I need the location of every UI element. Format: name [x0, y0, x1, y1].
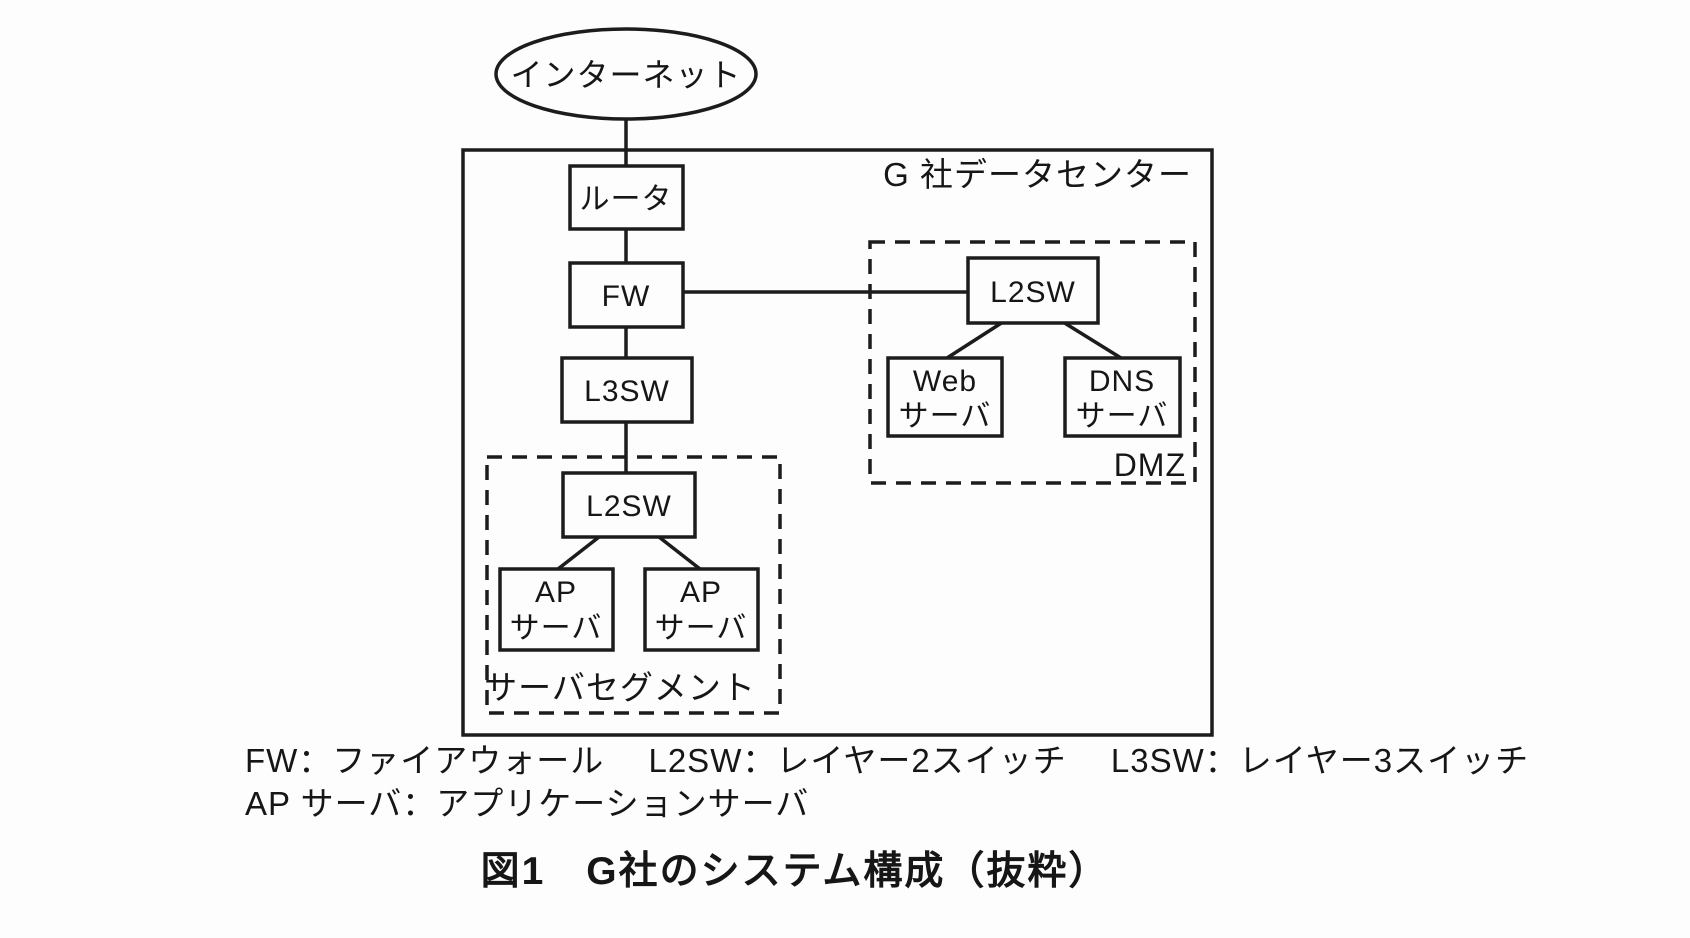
l2sw-dmz-label: L2SW [990, 276, 1076, 309]
l2sw-server-node [561, 471, 697, 539]
dns-server-node [1063, 356, 1182, 438]
legend-line-2: AP サーバ：アプリケーションサーバ [245, 785, 809, 822]
fw-node [568, 261, 685, 329]
ap-server-2-label-line1: AP [680, 576, 722, 609]
fw-label: FW [602, 280, 651, 313]
dmz-zone [868, 240, 1197, 485]
l2sw-dmz-node [966, 256, 1100, 325]
dmz-label: DMZ [1114, 447, 1186, 483]
web-server-label-line2: サーバ [899, 400, 992, 433]
ap-server-2-node [643, 567, 760, 652]
web-server-label-line1: Web [913, 365, 977, 398]
server-segment-label: サーバセグメント [484, 669, 756, 706]
l2sw-server-label: L2SW [586, 490, 672, 523]
internet-label: インターネット [510, 57, 741, 93]
web-server-node [886, 356, 1004, 438]
link-l2sw-server-ap-server-2 [657, 535, 702, 571]
link-l2sw-dmz-dns-server [1062, 320, 1122, 360]
ap-server-2-label-line2: サーバ [655, 612, 748, 645]
datacenter-label: G 社データセンター [883, 156, 1192, 193]
l3sw-node [560, 356, 694, 424]
link-l2sw-server-ap-server-1 [556, 535, 601, 571]
legend-line-1: FW：ファイアウォール L2SW：レイヤー2スイッチ L3SW：レイヤー3スイッ… [245, 742, 1529, 779]
ap-server-1-label-line1: AP [535, 576, 577, 609]
internet-ellipse [494, 27, 758, 121]
dns-server-label-line1: DNS [1089, 365, 1155, 398]
router-node [568, 164, 685, 231]
l3sw-label: L3SW [584, 375, 670, 408]
ap-server-1-label-line2: サーバ [510, 612, 603, 645]
figure-caption: 図1 G社のシステム構成（抜粋） [481, 850, 1110, 893]
router-label: ルータ [580, 183, 673, 216]
ap-server-1-node [498, 567, 615, 652]
link-l2sw-dmz-web-server [946, 320, 1004, 360]
dns-server-label-line2: サーバ [1076, 400, 1169, 433]
datacenter-boundary [461, 148, 1214, 737]
